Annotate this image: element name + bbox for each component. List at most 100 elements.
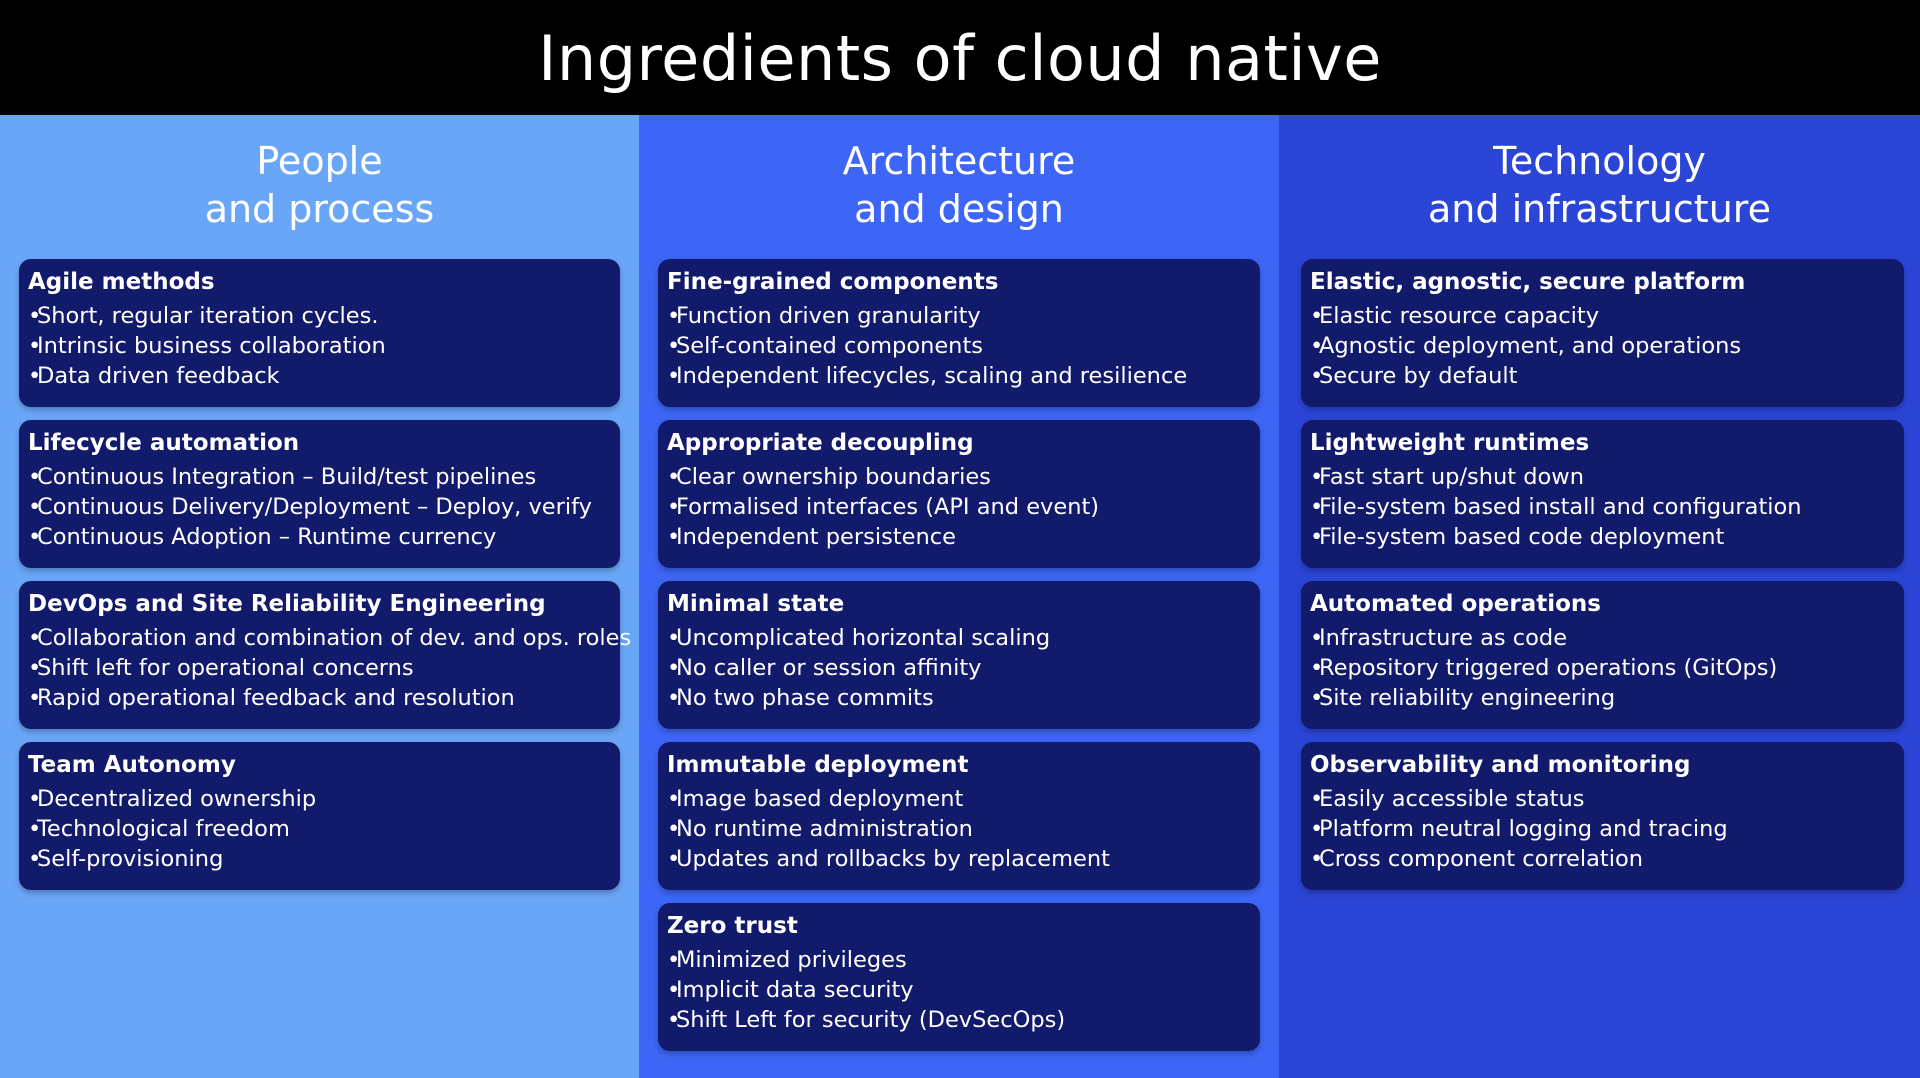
bullet-icon: • xyxy=(667,816,681,842)
card-item-text: Independent persistence xyxy=(676,524,956,550)
card-item-list: •Clear ownership boundaries•Formalised i… xyxy=(667,462,1251,552)
card-item-text: Secure by default xyxy=(1319,363,1518,389)
card-item: •Self-contained components xyxy=(667,331,1251,361)
card-item-list: •Fast start up/shut down•File-system bas… xyxy=(1310,462,1895,552)
card-item: •Image based deployment xyxy=(667,784,1251,814)
bullet-icon: • xyxy=(28,464,42,490)
card-item: •Agnostic deployment, and operations xyxy=(1310,331,1895,361)
card-item: •Intrinsic business collaboration xyxy=(28,331,611,361)
ingredient-card: Fine-grained components •Function driven … xyxy=(658,259,1260,407)
card-item-text: Agnostic deployment, and operations xyxy=(1319,333,1742,359)
card-item: •Easily accessible status xyxy=(1310,784,1895,814)
card-item: •Continuous Adoption – Runtime currency xyxy=(28,522,611,552)
card-item-text: Elastic resource capacity xyxy=(1319,303,1600,329)
bullet-icon: • xyxy=(28,494,42,520)
card-title: Lightweight runtimes xyxy=(1310,430,1590,456)
bullet-icon: • xyxy=(1310,303,1324,329)
card-item-text: File-system based code deployment xyxy=(1319,524,1725,550)
bullet-icon: • xyxy=(667,625,681,651)
bullet-icon: • xyxy=(667,524,681,550)
bullet-icon: • xyxy=(667,363,681,389)
ingredient-card: Agile methods•Short, regular iteration c… xyxy=(19,259,620,407)
card-item: •Shift left for operational concerns xyxy=(28,653,611,683)
card-item: •Minimized privileges xyxy=(667,945,1251,975)
bullet-icon: • xyxy=(1310,625,1324,651)
card-item: •No two phase commits xyxy=(667,683,1251,713)
ingredient-card: Lifecycle automation •Continuous Integrat… xyxy=(19,420,620,568)
card-item-list: •Image based deployment•No runtime admin… xyxy=(667,784,1251,874)
bullet-icon: • xyxy=(28,625,42,651)
card-item-text: Technological freedom xyxy=(37,816,290,842)
ingredient-card: Observability and monitoring•Easily acce… xyxy=(1301,742,1904,890)
card-item: •Decentralized ownership xyxy=(28,784,611,814)
card-item-text: Platform neutral logging and tracing xyxy=(1319,816,1728,842)
card-item: •Technological freedom xyxy=(28,814,611,844)
bullet-icon: • xyxy=(28,685,42,711)
card-item: •Data driven feedback xyxy=(28,361,611,391)
bullet-icon: • xyxy=(667,655,681,681)
card-item: •Independent lifecycles, scaling and res… xyxy=(667,361,1251,391)
bullet-icon: • xyxy=(28,303,42,329)
card-item-list: •Decentralized ownership•Technological f… xyxy=(28,784,611,874)
card-item-list: •Infrastructure as code•Repository trigg… xyxy=(1310,623,1895,713)
column-heading-line2: and process xyxy=(204,187,435,231)
bullet-icon: • xyxy=(1310,786,1324,812)
column-heading: Technology and infrastructure xyxy=(1298,115,1901,259)
ingredient-card: DevOps and Site Reliability Engineering •… xyxy=(19,581,631,729)
bullet-icon: • xyxy=(28,816,42,842)
card-item: •No runtime administration xyxy=(667,814,1251,844)
card-item: •Secure by default xyxy=(1310,361,1895,391)
card-title: Fine-grained components xyxy=(667,269,999,295)
card-item-text: Uncomplicated horizontal scaling xyxy=(676,625,1051,651)
card-item-text: Fast start up/shut down xyxy=(1319,464,1584,490)
card-item-text: Updates and rollbacks by replacement xyxy=(676,846,1110,872)
bullet-icon: • xyxy=(1310,363,1324,389)
bullet-icon: • xyxy=(1310,464,1324,490)
card-title: Lifecycle automation xyxy=(28,430,300,456)
ingredient-card: Elastic, agnostic, secure platform•Elast… xyxy=(1301,259,1904,407)
bullet-icon: • xyxy=(667,333,681,359)
column-heading: Architecture and design xyxy=(658,115,1260,259)
card-title: Minimal state xyxy=(667,591,845,617)
ingredient-card: Appropriate decoupling•Clear ownership b… xyxy=(658,420,1260,568)
bullet-icon: • xyxy=(28,363,42,389)
card-item: •Cross component correlation xyxy=(1310,844,1895,874)
card-item-text: Independent lifecycles, scaling and resi… xyxy=(676,363,1188,389)
ingredient-card: Immutable deployment•Image based deploym… xyxy=(658,742,1260,890)
card-item-text: Intrinsic business collaboration xyxy=(37,333,386,359)
header-bar: Ingredients of cloud native xyxy=(0,0,1920,115)
column-heading-line1: Architecture xyxy=(842,139,1076,183)
card-item: •Elastic resource capacity xyxy=(1310,301,1895,331)
bullet-icon: • xyxy=(667,786,681,812)
column-people-and-process: People and process Agile methods•Short, … xyxy=(0,115,639,1078)
card-title: DevOps and Site Reliability Engineering xyxy=(28,591,546,617)
card-item-text: Site reliability engineering xyxy=(1319,685,1616,711)
card-item: •Clear ownership boundaries xyxy=(667,462,1251,492)
card-item-text: Infrastructure as code xyxy=(1319,625,1568,651)
card-item-text: Cross component correlation xyxy=(1319,846,1643,872)
card-item-list: •Collaboration and combination of dev. a… xyxy=(28,623,631,713)
card-item: •File-system based code deployment xyxy=(1310,522,1895,552)
card-list: Elastic, agnostic, secure platform•Elast… xyxy=(1298,259,1904,890)
bullet-icon: • xyxy=(1310,655,1324,681)
card-title: Zero trust xyxy=(667,913,798,939)
bullet-icon: • xyxy=(28,786,42,812)
card-item: •Fast start up/shut down xyxy=(1310,462,1895,492)
card-item-text: Shift Left for security (DevSecOps) xyxy=(676,1007,1066,1033)
card-item: •Collaboration and combination of dev. a… xyxy=(28,623,631,653)
card-item-text: Continuous Delivery/Deployment – Deploy,… xyxy=(37,494,592,520)
card-item: •Continuous Integration – Build/test pip… xyxy=(28,462,611,492)
card-item-text: Implicit data security xyxy=(676,977,914,1003)
card-item-list: •Function driven granularity•Self-contai… xyxy=(667,301,1251,391)
card-item-text: Shift left for operational concerns xyxy=(37,655,414,681)
bullet-icon: • xyxy=(667,494,681,520)
card-item-text: Minimized privileges xyxy=(676,947,907,973)
bullet-icon: • xyxy=(667,947,681,973)
column-heading-line1: People xyxy=(256,139,383,183)
card-item-list: •Short, regular iteration cycles.•Intrin… xyxy=(28,301,611,391)
column-heading-line2: and design xyxy=(854,187,1064,231)
card-item: •Uncomplicated horizontal scaling xyxy=(667,623,1251,653)
card-item-text: Decentralized ownership xyxy=(37,786,317,812)
columns-container: People and process Agile methods•Short, … xyxy=(0,115,1920,1078)
column-heading-line1: Technology xyxy=(1493,139,1706,183)
